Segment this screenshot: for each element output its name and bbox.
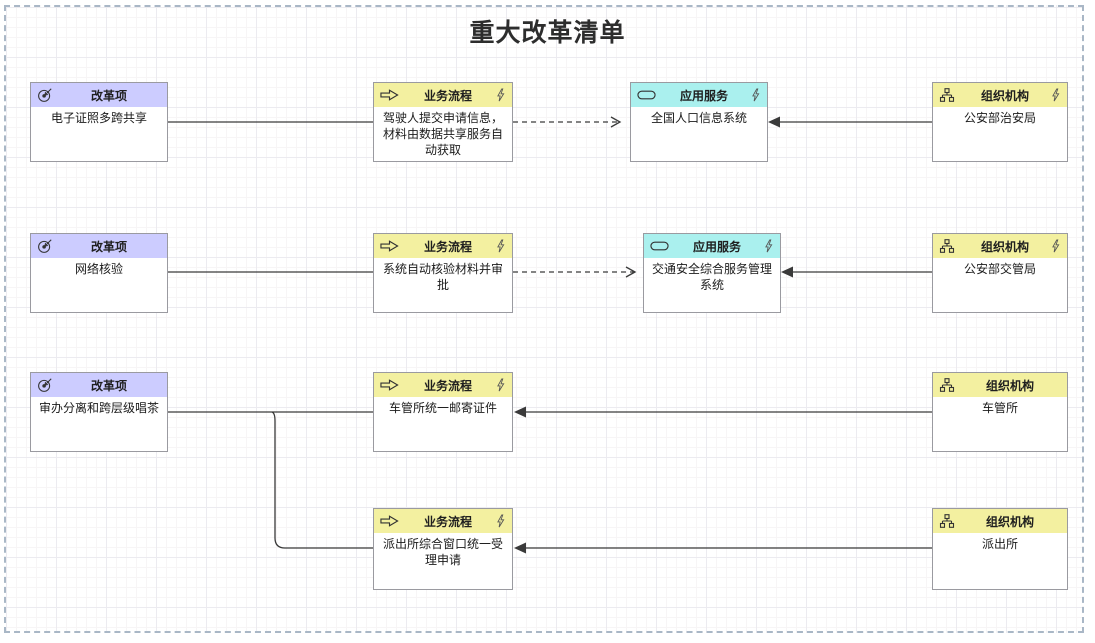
node-reform-1[interactable]: 改革项 电子证照多跨共享 <box>30 82 168 162</box>
node-service-2[interactable]: 应用服务 交通安全综合服务管理系统 <box>643 233 781 313</box>
node-label: 审办分离和跨层级唱茶 <box>38 401 159 415</box>
node-label: 系统自动核验材料并审批 <box>382 262 503 293</box>
connector-org1-service1-arrow[interactable] <box>768 116 932 128</box>
node-process-1[interactable]: 业务流程 驾驶人提交申请信息，材料由数据共享服务自动获取 <box>373 82 513 162</box>
node-header: 组织机构 <box>933 234 1067 258</box>
goal-icon <box>37 238 57 254</box>
node-type-label: 组织机构 <box>985 514 1034 529</box>
diagram-page <box>4 5 1084 633</box>
lightning-icon <box>1051 88 1061 102</box>
node-type-label: 业务流程 <box>423 88 472 103</box>
node-type-label: 组织机构 <box>980 239 1029 254</box>
org-chart-icon <box>939 377 959 393</box>
node-label: 公安部治安局 <box>963 111 1036 125</box>
node-type-label: 应用服务 <box>692 239 741 254</box>
application-service-icon <box>637 90 657 100</box>
node-org-1[interactable]: 组织机构 公安部治安局 <box>932 82 1068 162</box>
node-type-label: 业务流程 <box>423 514 472 529</box>
node-header: 组织机构 <box>933 83 1067 107</box>
node-header: 改革项 <box>31 373 167 397</box>
node-header: 业务流程 <box>374 234 512 258</box>
goal-icon <box>37 87 57 103</box>
node-org-4[interactable]: 组织机构 派出所 <box>932 508 1068 590</box>
node-label: 派出所 <box>981 537 1018 551</box>
node-label: 电子证照多跨共享 <box>50 111 147 125</box>
node-header: 业务流程 <box>374 509 512 533</box>
node-type-label: 组织机构 <box>985 378 1034 393</box>
node-label: 驾驶人提交申请信息，材料由数据共享服务自动获取 <box>382 111 503 158</box>
lightning-icon <box>751 88 761 102</box>
node-org-2[interactable]: 组织机构 公安部交管局 <box>932 233 1068 313</box>
node-label: 全国人口信息系统 <box>650 111 747 125</box>
lightning-icon <box>496 88 506 102</box>
node-header: 组织机构 <box>933 509 1067 533</box>
application-service-icon <box>650 241 670 251</box>
node-process-2[interactable]: 业务流程 系统自动核验材料并审批 <box>373 233 513 313</box>
connector-org3-process3-arrow[interactable] <box>514 406 932 418</box>
process-arrow-icon <box>380 240 400 252</box>
node-process-4[interactable]: 业务流程 派出所综合窗口统一受理申请 <box>373 508 513 590</box>
connector-org4-process4-arrow[interactable] <box>514 542 932 554</box>
lightning-icon <box>764 239 774 253</box>
lightning-icon <box>496 378 506 392</box>
node-type-label: 组织机构 <box>980 88 1029 103</box>
node-header: 业务流程 <box>374 373 512 397</box>
node-process-3[interactable]: 业务流程 车管所统一邮寄证件 <box>373 372 513 452</box>
node-type-label: 改革项 <box>90 378 127 393</box>
node-label: 网络核验 <box>74 262 123 276</box>
node-type-label: 应用服务 <box>679 88 728 103</box>
lightning-icon <box>496 514 506 528</box>
node-label: 派出所综合窗口统一受理申请 <box>382 537 503 568</box>
diagram-title: 重大改革清单 <box>469 19 626 47</box>
node-org-3[interactable]: 组织机构 车管所 <box>932 372 1068 452</box>
connector-reform3-process4-elbow[interactable] <box>271 411 373 549</box>
lightning-icon <box>1051 239 1061 253</box>
lightning-icon <box>496 239 506 253</box>
node-reform-3[interactable]: 改革项 审办分离和跨层级唱茶 <box>30 372 168 452</box>
node-type-label: 改革项 <box>90 239 127 254</box>
node-header: 改革项 <box>31 234 167 258</box>
process-arrow-icon <box>380 89 400 101</box>
node-header: 应用服务 <box>631 83 767 107</box>
node-header: 组织机构 <box>933 373 1067 397</box>
node-type-label: 业务流程 <box>423 378 472 393</box>
org-chart-icon <box>939 238 959 254</box>
node-header: 业务流程 <box>374 83 512 107</box>
org-chart-icon <box>939 87 959 103</box>
node-service-1[interactable]: 应用服务 全国人口信息系统 <box>630 82 768 162</box>
org-chart-icon <box>939 513 959 529</box>
node-type-label: 业务流程 <box>423 239 472 254</box>
process-arrow-icon <box>380 515 400 527</box>
goal-icon <box>37 377 57 393</box>
node-type-label: 改革项 <box>90 88 127 103</box>
node-label: 公安部交管局 <box>963 262 1036 276</box>
node-reform-2[interactable]: 改革项 网络核验 <box>30 233 168 313</box>
connector-org2-service2-arrow[interactable] <box>781 266 932 278</box>
node-header: 应用服务 <box>644 234 780 258</box>
process-arrow-icon <box>380 379 400 391</box>
node-header: 改革项 <box>31 83 167 107</box>
node-label: 车管所 <box>981 401 1018 415</box>
node-label: 交通安全综合服务管理系统 <box>651 262 772 293</box>
node-label: 车管所统一邮寄证件 <box>388 401 497 415</box>
